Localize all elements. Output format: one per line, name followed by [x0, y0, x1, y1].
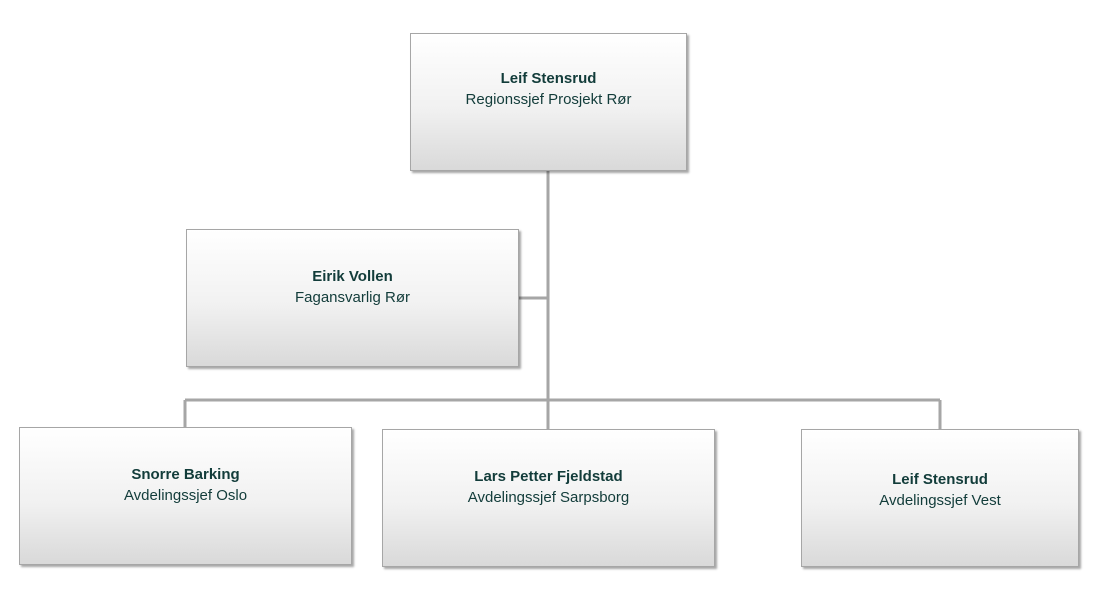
org-node-avdelingssjef-vest: Leif Stensrud Avdelingssjef Vest [801, 429, 1079, 567]
org-node-avdelingssjef-sarpsborg: Lars Petter Fjeldstad Avdelingssjef Sarp… [382, 429, 715, 567]
node-role: Regionssjef Prosjekt Rør [465, 91, 632, 108]
node-name: Leif Stensrud [892, 471, 988, 488]
node-role: Avdelingssjef Vest [879, 492, 1001, 509]
node-role: Avdelingssjef Sarpsborg [467, 489, 630, 506]
node-name: Snorre Barking [131, 466, 240, 483]
node-name: Eirik Vollen [312, 268, 393, 285]
node-role: Fagansvarlig Rør [294, 289, 411, 306]
node-role: Avdelingssjef Oslo [123, 487, 248, 504]
org-node-regionssjef: Leif Stensrud Regionssjef Prosjekt Rør [410, 33, 687, 171]
org-node-fagansvarlig: Eirik Vollen Fagansvarlig Rør [186, 229, 519, 367]
org-node-avdelingssjef-oslo: Snorre Barking Avdelingssjef Oslo [19, 427, 352, 565]
node-name: Leif Stensrud [500, 70, 597, 87]
node-name: Lars Petter Fjeldstad [474, 468, 623, 485]
